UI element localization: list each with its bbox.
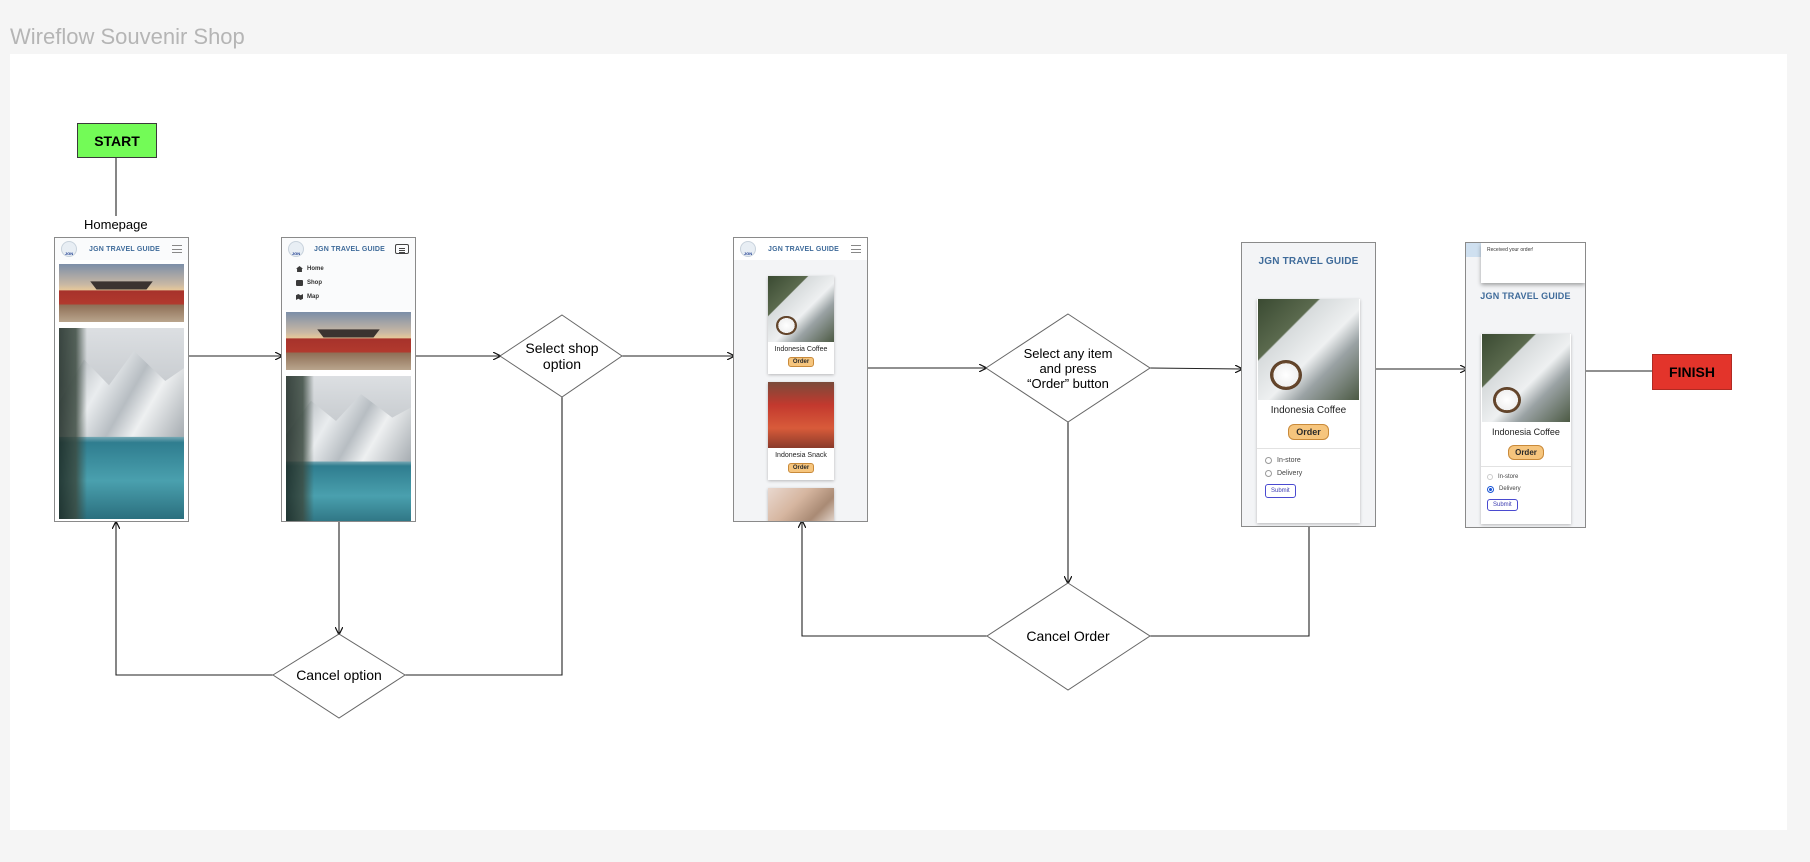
app-header: JGN TRAVEL GUIDE (1466, 283, 1585, 309)
finish-node: FINISH (1652, 354, 1732, 390)
start-node: START (77, 123, 157, 158)
backdrop-strip (1466, 243, 1482, 257)
select-shop-line-2: option (542, 356, 582, 372)
edge-cancelorder-shoplist (802, 521, 987, 637)
cancel-option-label: Cancel option (296, 667, 382, 683)
app-brand: JGN TRAVEL GUIDE (313, 245, 385, 253)
product-name: Indonesia Snack (775, 452, 827, 459)
lake-image (59, 328, 184, 519)
decision-select-shop (499, 314, 623, 398)
hamburger-menu-icon[interactable] (850, 245, 861, 253)
shop-icon (296, 280, 303, 286)
app-header: JGN JGN TRAVEL GUIDE (55, 238, 188, 260)
order-card: Indonesia Coffee Order In-store Delivery… (1257, 299, 1360, 523)
select-item-line-2: and press (1039, 360, 1097, 376)
option-label: In-store (1277, 457, 1301, 464)
option-label: Delivery (1499, 486, 1521, 492)
menu-screen: JGN JGN TRAVEL GUIDE Home Shop Map (281, 237, 416, 522)
homepage-screen: JGN JGN TRAVEL GUIDE (54, 237, 189, 522)
order-button[interactable]: Order (1288, 424, 1329, 440)
product-card[interactable]: Indonesia Snack Order (768, 382, 834, 480)
decision-select-item (985, 313, 1151, 423)
app-brand: JGN TRAVEL GUIDE (1258, 255, 1359, 267)
temple-image (59, 264, 184, 322)
app-brand: JGN TRAVEL GUIDE (767, 245, 839, 253)
radio-instore[interactable] (1265, 457, 1272, 464)
option-delivery[interactable]: Delivery (1265, 467, 1352, 480)
submit-button[interactable]: Submit (1265, 484, 1296, 498)
app-header: JGN JGN TRAVEL GUIDE (282, 238, 415, 260)
cancel-order-label: Cancel Order (1026, 628, 1110, 644)
app-brand: JGN TRAVEL GUIDE (88, 245, 160, 253)
order-button[interactable]: Order (1508, 445, 1544, 460)
product-card[interactable]: Indonesia Coffee Order (768, 276, 834, 374)
shop-list-screen: JGN JGN TRAVEL GUIDE Indonesia Coffee Or… (733, 237, 868, 522)
product-image (768, 488, 834, 521)
option-instore[interactable]: In-store (1265, 454, 1352, 467)
order-screen: JGN TRAVEL GUIDE Indonesia Coffee Order … (1241, 242, 1376, 527)
product-name: Indonesia Coffee (1492, 427, 1560, 437)
home-icon (296, 266, 303, 272)
order-button[interactable]: Order (787, 357, 815, 367)
radio-delivery[interactable] (1265, 470, 1272, 477)
product-card[interactable] (768, 488, 834, 521)
app-brand: JGN TRAVEL GUIDE (1480, 291, 1571, 301)
radio-delivery-selected[interactable] (1487, 485, 1494, 493)
edge-selectitem-order (1149, 368, 1242, 369)
edge-canceloption-home (116, 522, 273, 676)
edge-order-cancelorder (1150, 527, 1310, 637)
option-delivery[interactable]: Delivery (1487, 483, 1565, 495)
select-item-line-3: “Order” button (1027, 375, 1109, 391)
decision-cancel-order (986, 582, 1151, 691)
app-header: JGN TRAVEL GUIDE (1242, 243, 1375, 279)
nav-item-label: Map (307, 294, 319, 300)
map-icon (296, 294, 303, 300)
option-label: Delivery (1277, 470, 1303, 477)
hamburger-menu-icon[interactable] (171, 245, 182, 253)
frame-title: Wireflow Souvenir Shop (10, 24, 245, 49)
option-instore[interactable]: In-store (1487, 471, 1565, 483)
decision-cancel-option (272, 633, 406, 719)
product-name: Indonesia Coffee (1270, 405, 1347, 416)
order-button[interactable]: Order (787, 463, 815, 473)
app-logo: JGN (288, 241, 304, 257)
nav-item-home[interactable]: Home (282, 262, 415, 276)
product-name: Indonesia Coffee (774, 346, 828, 353)
submit-button[interactable]: Submit (1487, 499, 1518, 511)
nav-item-label: Shop (307, 280, 322, 286)
hamburger-menu-icon[interactable] (394, 244, 409, 254)
nav-item-label: Home (307, 266, 324, 272)
coffee-image (1482, 334, 1570, 422)
nav-item-shop[interactable]: Shop (282, 276, 415, 290)
lake-image (286, 376, 411, 521)
edge-selectshop-canceloption (405, 397, 563, 676)
app-header: JGN JGN TRAVEL GUIDE (734, 238, 867, 260)
snack-image (768, 382, 834, 448)
coffee-image (768, 276, 834, 342)
option-label: In-store (1498, 474, 1519, 480)
confirm-screen: Received your order! JGN TRAVEL GUIDE In… (1465, 242, 1586, 528)
order-toast: Received your order! (1481, 243, 1585, 283)
delivery-options: In-store Delivery Submit (1481, 466, 1571, 511)
coffee-image (1258, 299, 1359, 400)
nav-item-map[interactable]: Map (282, 290, 415, 304)
select-item-line-1: Select any item (1023, 345, 1113, 361)
app-logo: JGN (61, 241, 77, 257)
temple-image (286, 312, 411, 370)
delivery-options: In-store Delivery Submit (1257, 448, 1360, 498)
radio-instore[interactable] (1487, 474, 1493, 480)
select-shop-line-1: Select shop (525, 340, 599, 356)
homepage-label: Homepage (84, 217, 148, 232)
nav-menu: Home Shop Map (282, 260, 415, 310)
app-logo: JGN (740, 241, 756, 257)
order-card: Indonesia Coffee Order In-store Delivery… (1481, 334, 1571, 524)
